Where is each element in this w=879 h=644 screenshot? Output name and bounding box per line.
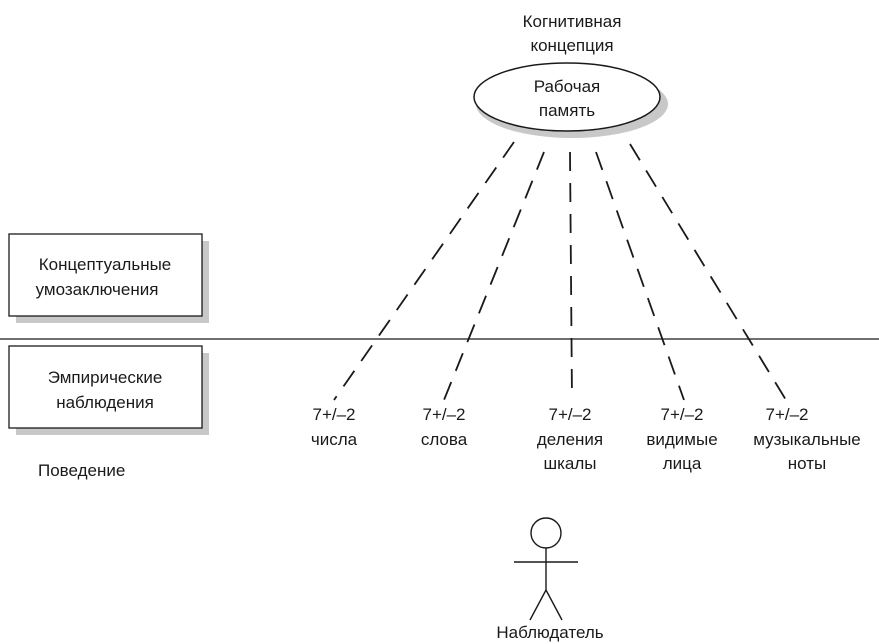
behavior-label: Поведение <box>38 461 125 480</box>
conceptual-inferences-box: Концептуальные умозаключения <box>8 233 209 323</box>
observer-left-leg <box>529 589 547 621</box>
observer-label: Наблюдатель <box>496 623 603 642</box>
observation-label-line1: деления <box>537 430 603 449</box>
observation-words: 7+/–2 слова <box>421 405 468 449</box>
observation-value: 7+/–2 <box>422 405 465 424</box>
observation-numbers: 7+/–2 числа <box>311 405 358 449</box>
working-memory-node: Рабочая память <box>473 62 668 138</box>
observation-label-line1: музыкальные <box>753 430 861 449</box>
observer-right-leg <box>545 589 563 621</box>
observation-label-line2: лица <box>663 454 702 473</box>
cognitive-concept-line1: Когнитивная <box>523 12 622 31</box>
observation-label-line1: видимые <box>646 430 717 449</box>
cognitive-concept-label: Когнитивная концепция <box>523 12 622 55</box>
empirical-box-line2: наблюдения <box>56 393 154 412</box>
observation-label-line2: ноты <box>788 454 826 473</box>
observation-label-line1: числа <box>311 430 358 449</box>
connector-line-numbers <box>333 141 515 401</box>
observation-value: 7+/–2 <box>312 405 355 424</box>
connector-line-faces <box>595 151 685 401</box>
conceptual-box-frame <box>8 233 203 317</box>
connector-line-notes <box>629 143 787 401</box>
observation-label-line2: шкалы <box>543 454 596 473</box>
observation-musical-notes: 7+/–2 музыкальные ноты <box>753 405 861 473</box>
empirical-box-frame <box>8 345 203 429</box>
observation-value: 7+/–2 <box>765 405 808 424</box>
connector-line-scale <box>569 151 573 401</box>
conceptual-box-line2: умозаключения <box>36 280 159 299</box>
working-memory-ellipse <box>473 62 661 132</box>
observation-scale-divisions: 7+/–2 деления шкалы <box>537 405 603 473</box>
observation-value: 7+/–2 <box>548 405 591 424</box>
empirical-box-line1: Эмпирические <box>48 368 163 387</box>
observation-visible-faces: 7+/–2 видимые лица <box>646 405 717 473</box>
observer-figure: Наблюдатель <box>496 517 604 642</box>
cognitive-concept-line2: концепция <box>530 36 613 55</box>
observation-value: 7+/–2 <box>660 405 703 424</box>
conceptual-box-line1: Концептуальные <box>39 255 172 274</box>
connector-line-words <box>443 151 545 401</box>
observation-label-line1: слова <box>421 430 468 449</box>
working-memory-line2: память <box>539 101 595 120</box>
observer-head-icon <box>530 517 562 549</box>
connector-lines <box>333 141 787 401</box>
working-memory-line1: Рабочая <box>534 77 601 96</box>
empirical-observations-box: Эмпирические наблюдения <box>8 345 209 435</box>
